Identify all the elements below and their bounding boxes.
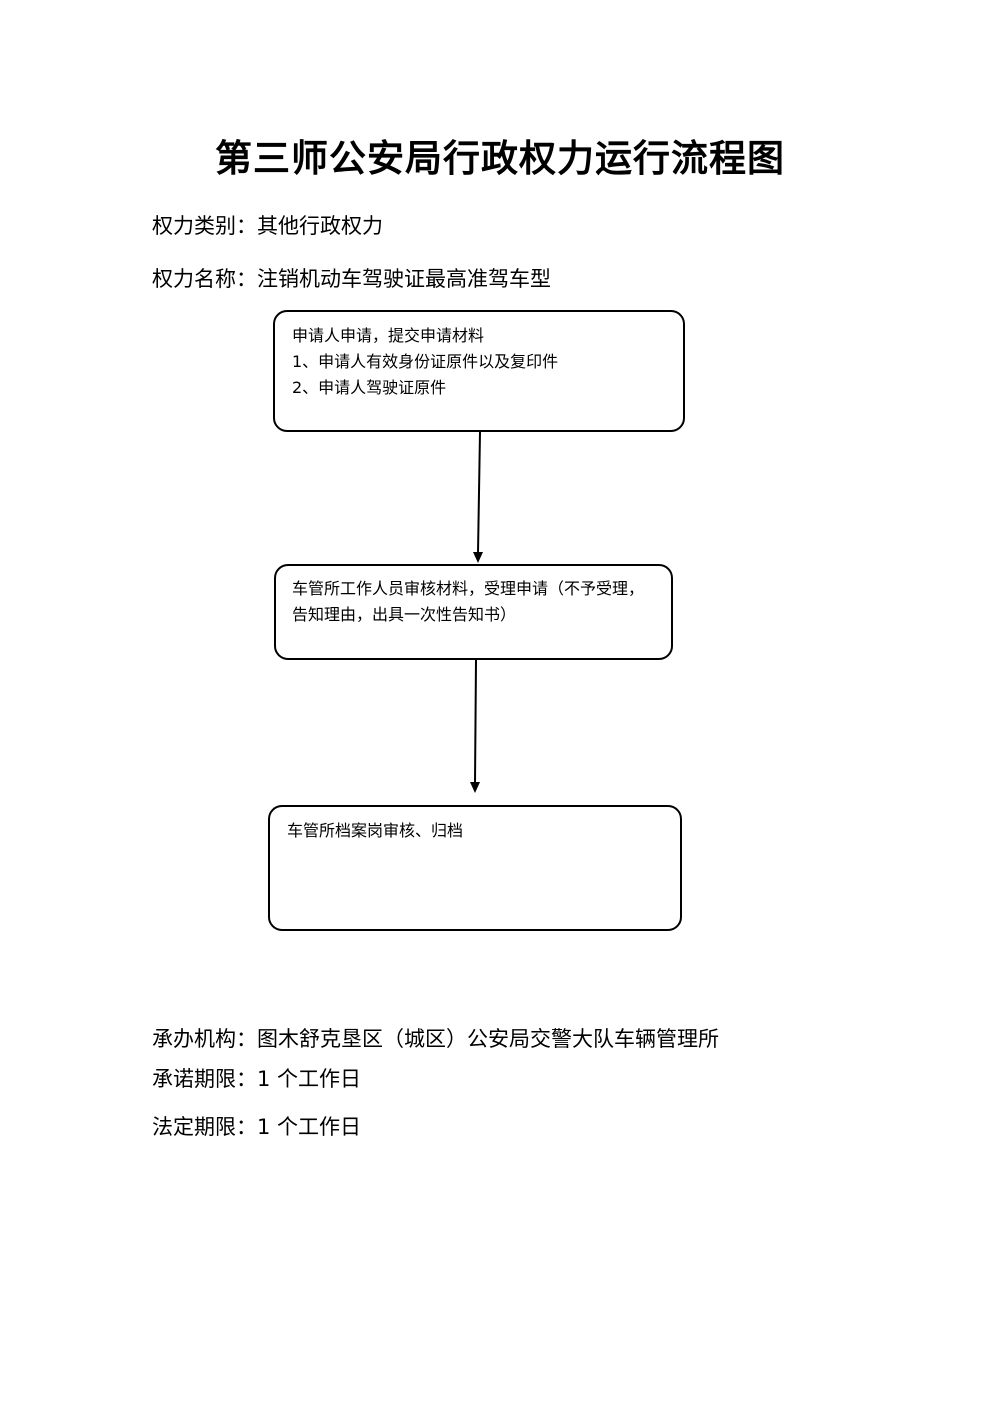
power-name-label: 权力名称：: [152, 267, 257, 291]
flow-step-archive-line1: 车管所档案岗审核、归档: [287, 821, 464, 840]
arrow-step1-to-step2: [477, 431, 481, 554]
handling-agency: 承办机构：图木舒克垦区（城区）公安局交警大队车辆管理所: [152, 1024, 719, 1054]
handling-agency-value: 图木舒克垦区（城区）公安局交警大队车辆管理所: [257, 1027, 719, 1051]
flow-step-apply-line2: 1、申请人有效身份证原件以及复印件: [292, 352, 559, 371]
flow-step-apply-line1: 申请人申请，提交申请材料: [292, 326, 485, 345]
arrowhead-step2-to-step3: [470, 782, 480, 793]
power-category: 权力类别：其他行政权力: [152, 211, 383, 241]
arrowhead-step1-to-step2: [473, 552, 483, 563]
flow-step-apply: 申请人申请，提交申请材料 1、申请人有效身份证原件以及复印件 2、申请人驾驶证原…: [273, 310, 685, 432]
promised-deadline-label: 承诺期限：: [152, 1067, 257, 1091]
promised-deadline-value: 1 个工作日: [257, 1067, 362, 1091]
power-category-value: 其他行政权力: [257, 214, 383, 238]
flow-step-archive: 车管所档案岗审核、归档: [268, 805, 682, 931]
legal-deadline-value: 1 个工作日: [257, 1115, 362, 1139]
flow-step-review-line1: 车管所工作人员审核材料，受理申请（不予受理，: [292, 579, 645, 598]
arrow-step2-to-step3: [474, 659, 477, 784]
promised-deadline: 承诺期限：1 个工作日: [152, 1064, 361, 1094]
flow-step-review-line2: 告知理由，出具一次性告知书）: [292, 605, 517, 624]
power-name: 权力名称：注销机动车驾驶证最高准驾车型: [152, 264, 551, 294]
power-category-label: 权力类别：: [152, 214, 257, 238]
flow-step-review: 车管所工作人员审核材料，受理申请（不予受理， 告知理由，出具一次性告知书）: [274, 564, 673, 660]
power-name-value: 注销机动车驾驶证最高准驾车型: [257, 267, 551, 291]
legal-deadline: 法定期限：1 个工作日: [152, 1112, 361, 1142]
page-title: 第三师公安局行政权力运行流程图: [215, 136, 785, 180]
legal-deadline-label: 法定期限：: [152, 1115, 257, 1139]
handling-agency-label: 承办机构：: [152, 1027, 257, 1051]
flow-step-apply-line3: 2、申请人驾驶证原件: [292, 378, 447, 397]
